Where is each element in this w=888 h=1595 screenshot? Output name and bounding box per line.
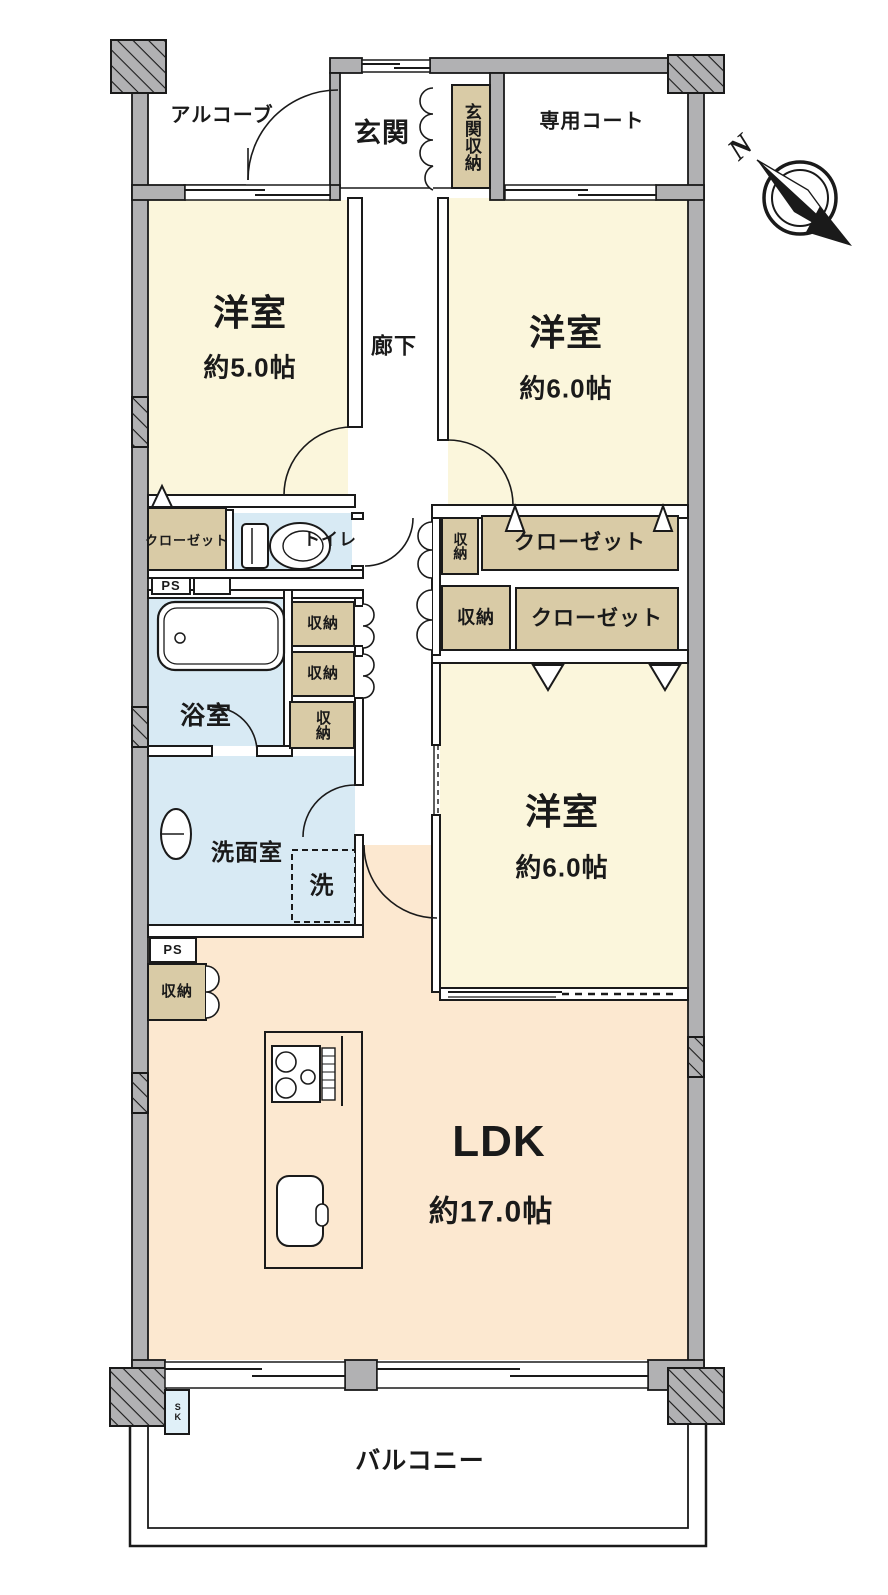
washer-box (291, 849, 356, 923)
room-label-entrance-storage: 玄関収納 (461, 103, 481, 171)
toilet-fixture-icon (241, 522, 331, 570)
label-sk: SK (172, 1402, 183, 1422)
room-label-bedroom1: 洋室 (212, 292, 288, 334)
washbasin-icon (160, 808, 192, 860)
label-storage-small-right: 収納 (452, 532, 469, 560)
compass-icon (756, 159, 852, 246)
label-ps-upper: PS (161, 578, 181, 594)
ps-boxes (149, 577, 231, 963)
room-label-private-court: 専用コート (539, 110, 645, 133)
interior-walls (147, 197, 689, 1001)
room-label-balcony: バルコニー (355, 1446, 485, 1475)
door-triangles (150, 483, 682, 692)
door-arcs (211, 89, 514, 919)
label-storage-mid-2: 収納 (306, 665, 340, 683)
label-toilet: トイレ (303, 530, 357, 550)
label-storage-lower-left: 収納 (160, 983, 194, 1001)
label-washer: 洗 (309, 872, 335, 900)
kitchen-island (264, 1031, 363, 1269)
label-ps-lower: PS (163, 942, 183, 958)
label-closet-right-upper: クローゼット (514, 530, 646, 554)
room-label-ldk: LDK (452, 1116, 546, 1166)
windows (164, 59, 657, 1389)
label-storage-mid-1: 収納 (306, 615, 340, 633)
balcony-outline (128, 1390, 708, 1548)
room-label-alcove: アルコーブ (170, 104, 274, 127)
label-storage-mid-3: 収納 (313, 710, 331, 740)
room-label-bedroom3: 洋室 (524, 791, 600, 833)
bathtub-icon (156, 600, 286, 672)
room-size-bedroom1: 約5.0帖 (203, 352, 297, 383)
room-size-bedroom2: 約6.0帖 (519, 373, 613, 404)
room-label-entrance: 玄関 (354, 117, 410, 148)
label-closet-left: クローゼット (144, 533, 230, 549)
room-label-corridor: 廊下 (370, 333, 418, 359)
folding-doors (205, 87, 434, 1019)
room-label-bathroom: 浴室 (179, 701, 233, 730)
room-size-bedroom3: 約6.0帖 (515, 852, 609, 883)
label-closet-right-lower: クローゼット (531, 606, 663, 630)
room-label-washroom: 洗面室 (211, 838, 283, 865)
room-size-ldk: 約17.0帖 (428, 1195, 554, 1229)
sk-box (164, 1389, 190, 1435)
structural-pillars (109, 39, 725, 1427)
label-storage-right: 収納 (457, 607, 495, 628)
room-label-bedroom2: 洋室 (528, 312, 604, 354)
